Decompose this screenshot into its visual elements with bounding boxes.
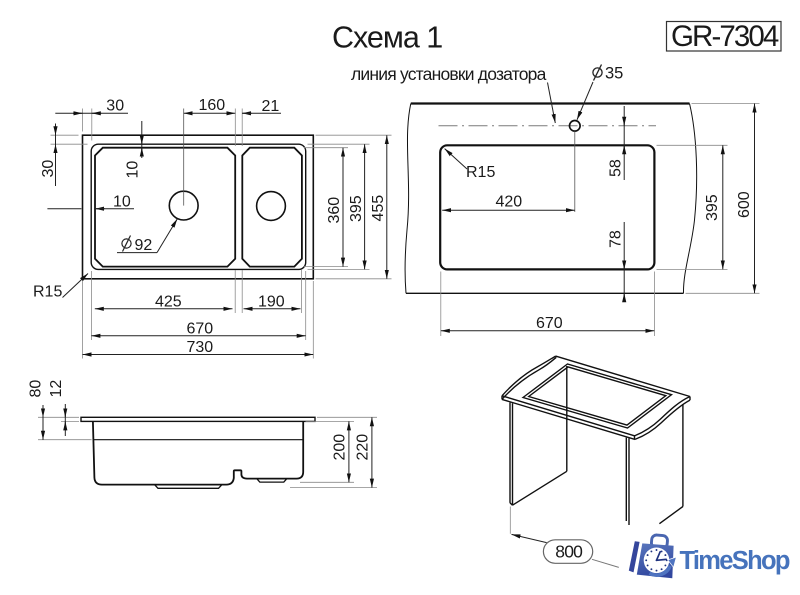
svg-text:TimeShop: TimeShop <box>680 547 790 575</box>
svg-text:455: 455 <box>370 195 387 222</box>
svg-text:800: 800 <box>555 541 583 561</box>
svg-text:10: 10 <box>113 194 131 211</box>
svg-text:30: 30 <box>40 160 57 178</box>
svg-text:395: 395 <box>348 195 365 222</box>
svg-text:92: 92 <box>135 237 153 254</box>
svg-text:30: 30 <box>106 98 124 115</box>
svg-text:395: 395 <box>704 194 721 221</box>
svg-text:10: 10 <box>125 161 142 179</box>
svg-text:R15: R15 <box>33 284 62 301</box>
svg-text:360: 360 <box>326 197 343 224</box>
svg-text:линия установки дозатора: линия установки дозатора <box>351 64 547 84</box>
svg-text:160: 160 <box>199 97 226 114</box>
svg-text:35: 35 <box>605 65 623 83</box>
svg-text:R15: R15 <box>466 164 495 181</box>
svg-text:78: 78 <box>608 230 625 248</box>
svg-text:200: 200 <box>332 434 349 461</box>
svg-text:425: 425 <box>155 294 182 311</box>
svg-text:58: 58 <box>608 159 625 177</box>
svg-text:Схема 1: Схема 1 <box>332 21 442 55</box>
svg-text:730: 730 <box>187 339 214 356</box>
svg-text:670: 670 <box>536 315 563 332</box>
svg-text:12: 12 <box>48 380 65 398</box>
svg-text:420: 420 <box>496 194 523 211</box>
svg-text:GR-7304: GR-7304 <box>671 20 779 53</box>
svg-text:21: 21 <box>262 98 280 115</box>
svg-text:600: 600 <box>736 191 753 218</box>
svg-text:80: 80 <box>28 380 45 398</box>
svg-text:220: 220 <box>354 434 371 461</box>
svg-text:190: 190 <box>258 294 285 311</box>
svg-text:670: 670 <box>187 321 214 338</box>
